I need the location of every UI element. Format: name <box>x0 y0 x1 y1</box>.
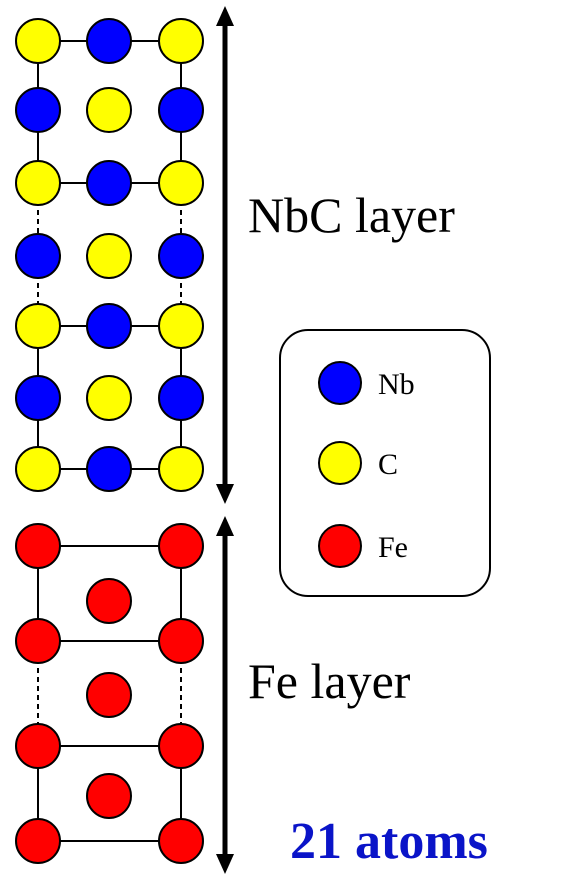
atom-nb <box>86 18 132 64</box>
atom-c <box>15 303 61 349</box>
atom-fe <box>15 523 61 569</box>
atom-nb <box>158 87 204 133</box>
atom-fe <box>158 523 204 569</box>
atom-c <box>86 375 132 421</box>
atom-nb <box>86 303 132 349</box>
atom-c <box>15 160 61 206</box>
nbc-layer-arrow <box>216 6 234 504</box>
atom-c <box>15 446 61 492</box>
atom-fe <box>86 672 132 718</box>
atom-fe <box>15 818 61 864</box>
legend-swatch-c <box>318 441 362 485</box>
atom-c <box>15 18 61 64</box>
legend-label-fe: Fe <box>378 531 408 564</box>
atom-nb <box>15 87 61 133</box>
atom-c <box>158 160 204 206</box>
atom-c <box>86 233 132 279</box>
atom-nb <box>86 446 132 492</box>
legend-label-c: C <box>378 448 398 481</box>
atom-c <box>158 18 204 64</box>
atom-nb <box>15 233 61 279</box>
nbc-layer-label: NbC layer <box>248 187 455 243</box>
atom-c <box>158 303 204 349</box>
legend-swatch-fe <box>318 524 362 568</box>
fe-layer-label: Fe layer <box>248 653 411 709</box>
fe-layer-arrow <box>216 516 234 874</box>
atom-fe <box>15 723 61 769</box>
atom-fe <box>86 578 132 624</box>
atom-fe <box>86 773 132 819</box>
atom-fe <box>158 818 204 864</box>
atom-nb <box>158 375 204 421</box>
atoms-group <box>15 18 204 864</box>
atom-nb <box>158 233 204 279</box>
atom-c <box>158 446 204 492</box>
atom-nb <box>15 375 61 421</box>
atom-nb <box>86 160 132 206</box>
atom-fe <box>15 618 61 664</box>
atom-c <box>86 87 132 133</box>
atom-count-label: 21 atoms <box>290 813 488 870</box>
atom-fe <box>158 723 204 769</box>
legend-swatch-nb <box>318 361 362 405</box>
legend-label-nb: Nb <box>378 368 415 401</box>
atom-fe <box>158 618 204 664</box>
legend-box: NbC Fe <box>279 329 491 597</box>
